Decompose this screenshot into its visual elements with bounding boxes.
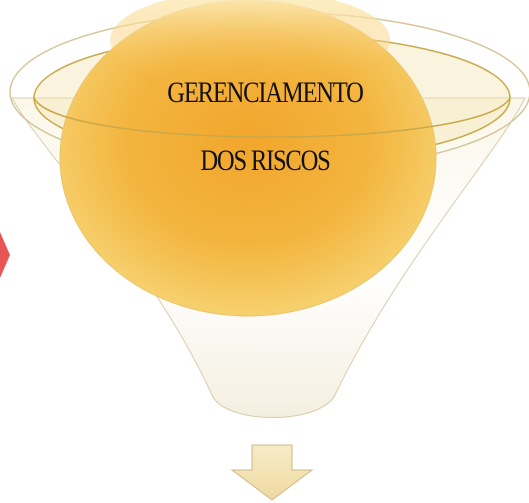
funnel-rim-front: [33, 97, 511, 138]
down-arrow-icon: [230, 444, 314, 501]
content-ball: [59, 0, 437, 317]
diagram-label-line1: GERENCIAMENTO: [167, 76, 364, 109]
left-arrow-icon: [0, 232, 10, 278]
diagram-label-line2: DOS RISCOS: [200, 144, 330, 177]
ball-highlight: [110, 0, 390, 90]
